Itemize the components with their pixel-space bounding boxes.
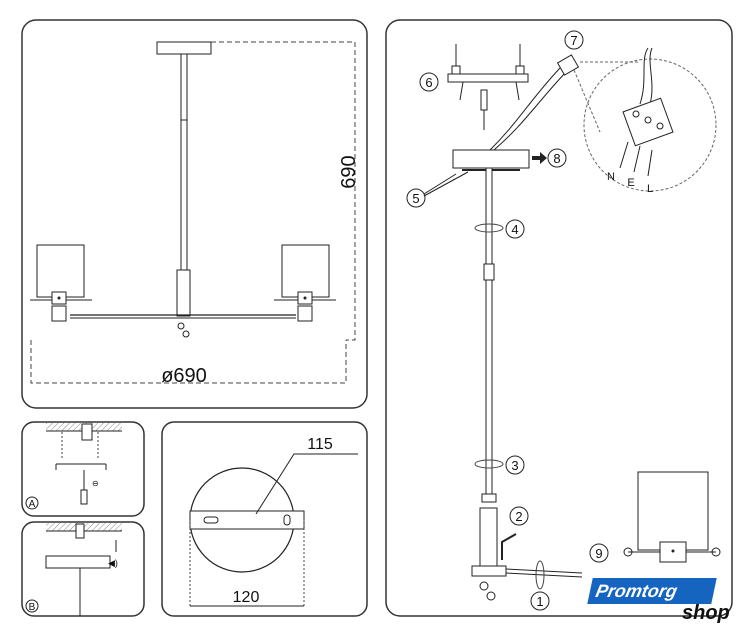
detail-panel-b: ◀) B — [21, 521, 145, 617]
svg-text:6: 6 — [425, 75, 432, 90]
wire-label-n: N — [607, 171, 615, 183]
svg-text:4: 4 — [511, 222, 518, 237]
step-8-callout: 8 — [547, 148, 567, 168]
step-1-callout: 1 — [530, 591, 550, 611]
wire-label-e: E — [627, 177, 634, 189]
detail-panel-a: ⊖ A — [21, 421, 145, 517]
panel-b-letter: B — [29, 602, 36, 613]
svg-text:1: 1 — [536, 594, 543, 609]
svg-text:2: 2 — [515, 509, 522, 524]
step-7-callout: 7 — [564, 30, 584, 50]
step-4-callout: 4 — [505, 219, 525, 239]
wire-label-l: L — [647, 183, 653, 195]
height-dimension-label: 690 — [338, 155, 360, 188]
svg-text:◀): ◀) — [108, 558, 118, 568]
dimensions-panel: 690 ø690 — [21, 19, 368, 409]
step-2-callout: 2 — [509, 506, 529, 526]
step-6-callout: 6 — [419, 72, 439, 92]
logo-bottom-text: shop — [682, 602, 730, 624]
svg-text:⊖: ⊖ — [92, 479, 99, 488]
logo-top-text: Promtorg — [587, 578, 717, 604]
svg-text:9: 9 — [595, 546, 602, 561]
svg-text:5: 5 — [412, 191, 419, 206]
svg-text:3: 3 — [511, 458, 518, 473]
assembly-panel: N E L 6 7 8 5 4 3 — [385, 19, 733, 617]
plate-diameter-label: 120 — [233, 589, 260, 606]
step-3-callout: 3 — [505, 455, 525, 475]
plate-spacing-label: 115 — [307, 436, 333, 453]
diameter-dimension-label: ø690 — [161, 365, 207, 387]
step-5-callout: 5 — [406, 171, 469, 208]
svg-text:7: 7 — [570, 33, 577, 48]
step-9-callout: 9 — [589, 543, 609, 563]
panel-a-letter: A — [29, 499, 36, 510]
promtorg-logo: Promtorg shop — [587, 576, 748, 632]
svg-text:8: 8 — [553, 151, 560, 166]
mounting-plate-panel: 115 120 — [161, 421, 368, 617]
